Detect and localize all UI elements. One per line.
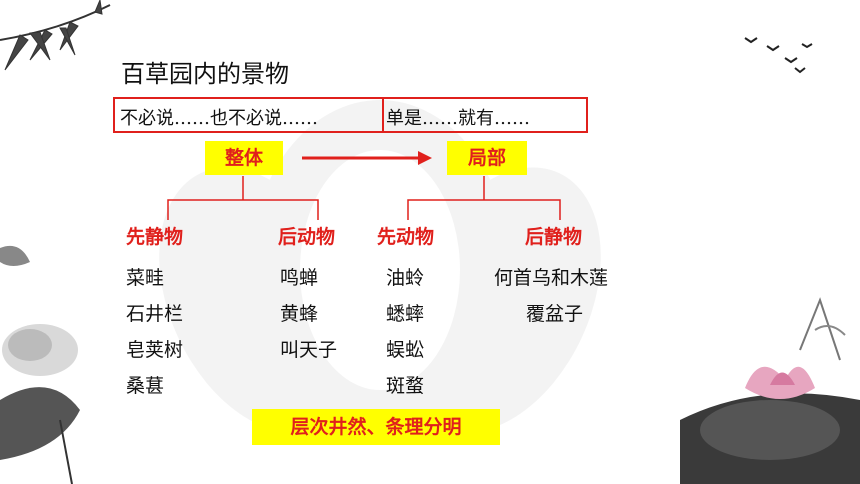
- list-item: 油蛉: [386, 267, 425, 289]
- list-item: 菜畦: [126, 267, 165, 289]
- sentence-right: 单是……就有……: [386, 108, 530, 129]
- flying-birds-icon: [744, 37, 813, 74]
- list-item: 何首乌和木莲: [494, 267, 609, 289]
- summary-label: 层次井然、条理分明: [252, 409, 500, 445]
- arrow-whole-to-part-icon: [302, 151, 432, 165]
- whole-label: 整体: [205, 141, 283, 175]
- sentence-left: 不必说……也不必说……: [120, 108, 318, 129]
- list-item: 覆盆子: [526, 303, 584, 325]
- sentence-frame: [113, 97, 588, 133]
- group-heading-static-first: 先静物: [126, 226, 184, 248]
- list-item: 石井栏: [126, 303, 184, 325]
- list-item: 蟋蟀: [386, 303, 425, 325]
- page-title: 百草园内的景物: [121, 60, 289, 88]
- bamboo-branch-icon: [0, 0, 111, 71]
- list-item: 桑葚: [126, 375, 165, 397]
- lotus-flower-left-icon: [0, 245, 80, 484]
- list-item: 叫天子: [280, 339, 338, 361]
- list-item: 蜈蚣: [386, 339, 425, 361]
- list-item: 鸣蝉: [280, 267, 319, 289]
- brace-lines: [167, 176, 561, 220]
- list-item: 黄蜂: [280, 303, 319, 325]
- list-item: 斑蝥: [386, 375, 425, 397]
- group-heading-static-after: 后静物: [525, 226, 583, 248]
- lotus-flower-right-icon: [680, 297, 860, 484]
- list-item: 皂荚树: [126, 339, 184, 361]
- group-heading-dynamic-first: 先动物: [377, 226, 435, 248]
- group-heading-dynamic-after: 后动物: [278, 226, 336, 248]
- sentence-divider: [382, 97, 384, 133]
- part-label: 局部: [447, 141, 527, 175]
